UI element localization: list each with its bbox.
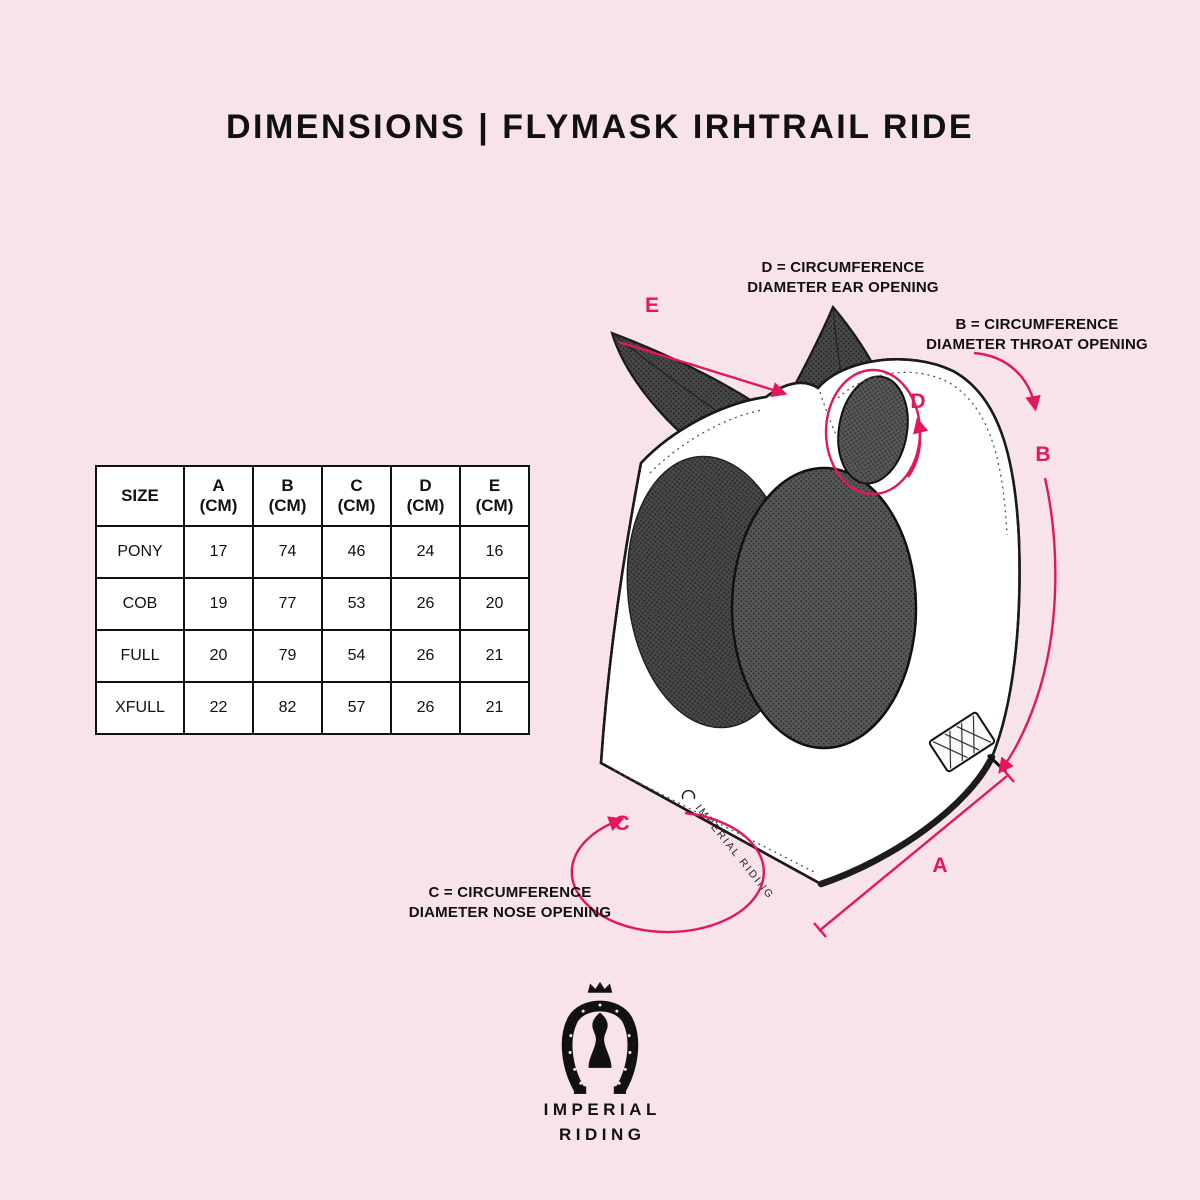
mini-horseshoe-icon [681,789,696,800]
velcro-tab [928,711,996,773]
value-cell: 22 [183,681,254,735]
brand-name-line1: IMPERIAL [543,1100,661,1119]
value-cell: 26 [390,681,461,735]
seam-lines [613,371,1008,874]
letter-d: D [910,390,925,413]
table-row-full: FULL 20 79 54 26 21 [95,629,530,683]
value-cell: 19 [183,577,254,631]
value-cell: 21 [459,681,530,735]
measure-b-arc-side [998,477,1057,774]
value-cell: 46 [321,525,392,579]
letter-e: E [645,294,659,317]
table-row-xfull: XFULL 22 82 57 26 21 [95,681,530,735]
measure-a-tick-top [1001,767,1015,783]
horseshoe-crown-logo-icon [561,982,639,1094]
value-cell: 26 [390,629,461,683]
measure-b-arc-top [973,351,1041,412]
value-cell: 53 [321,577,392,631]
measure-d-arrow [907,417,929,478]
value-cell: 17 [183,525,254,579]
letter-a: A [932,854,947,877]
header-b: B (CM) [252,465,323,527]
size-cell: PONY [95,525,185,579]
size-cell: XFULL [95,681,185,735]
throat-opening-annotation: B = CIRCUMFERENCE DIAMETER THROAT OPENIN… [926,316,1148,353]
letter-b: B [1035,443,1050,466]
value-cell: 57 [321,681,392,735]
measure-a-line [818,775,1008,932]
value-cell: 82 [252,681,323,735]
size-cell: COB [95,577,185,631]
header-size: SIZE [95,465,185,527]
size-table: SIZE A (CM) B (CM) C (CM) D (CM) [95,465,530,735]
eye-mesh [730,466,918,750]
value-cell: 54 [321,629,392,683]
value-cell: 77 [252,577,323,631]
nose-opening-annotation: C = CIRCUMFERENCE DIAMETER NOSE OPENING [408,884,612,921]
brand-logo: IMPERIAL RIDING [0,982,1200,1147]
table-row-pony: PONY 17 74 46 24 16 [95,525,530,579]
elastic-binding [817,753,996,888]
value-cell: 74 [252,525,323,579]
value-cell: 16 [459,525,530,579]
ear-opening-mesh [837,375,909,485]
table-row-cob: COB 19 77 53 26 20 [95,577,530,631]
header-a: A (CM) [183,465,254,527]
value-cell: 79 [252,629,323,683]
value-cell: 21 [459,629,530,683]
measure-e-arrow [618,340,788,398]
letter-c: C [614,812,629,835]
brand-name-line2: RIDING [559,1124,646,1144]
size-cell: FULL [95,629,185,683]
header-d: D (CM) [390,465,461,527]
measure-a-tick-bottom [813,922,827,938]
value-cell: 20 [183,629,254,683]
page-title: DIMENSIONS | FLYMASK IRHTRAIL RIDE [225,108,975,146]
value-cell: 20 [459,577,530,631]
ear-opening-annotation: D = CIRCUMFERENCE DIAMETER EAR OPENING [747,259,939,296]
value-cell: 26 [390,577,461,631]
value-cell: 24 [390,525,461,579]
header-e: E (CM) [459,465,530,527]
table-header-row: SIZE A (CM) B (CM) C (CM) D (CM) [95,465,530,527]
header-c: C (CM) [321,465,392,527]
measure-c-ellipse [570,811,765,934]
